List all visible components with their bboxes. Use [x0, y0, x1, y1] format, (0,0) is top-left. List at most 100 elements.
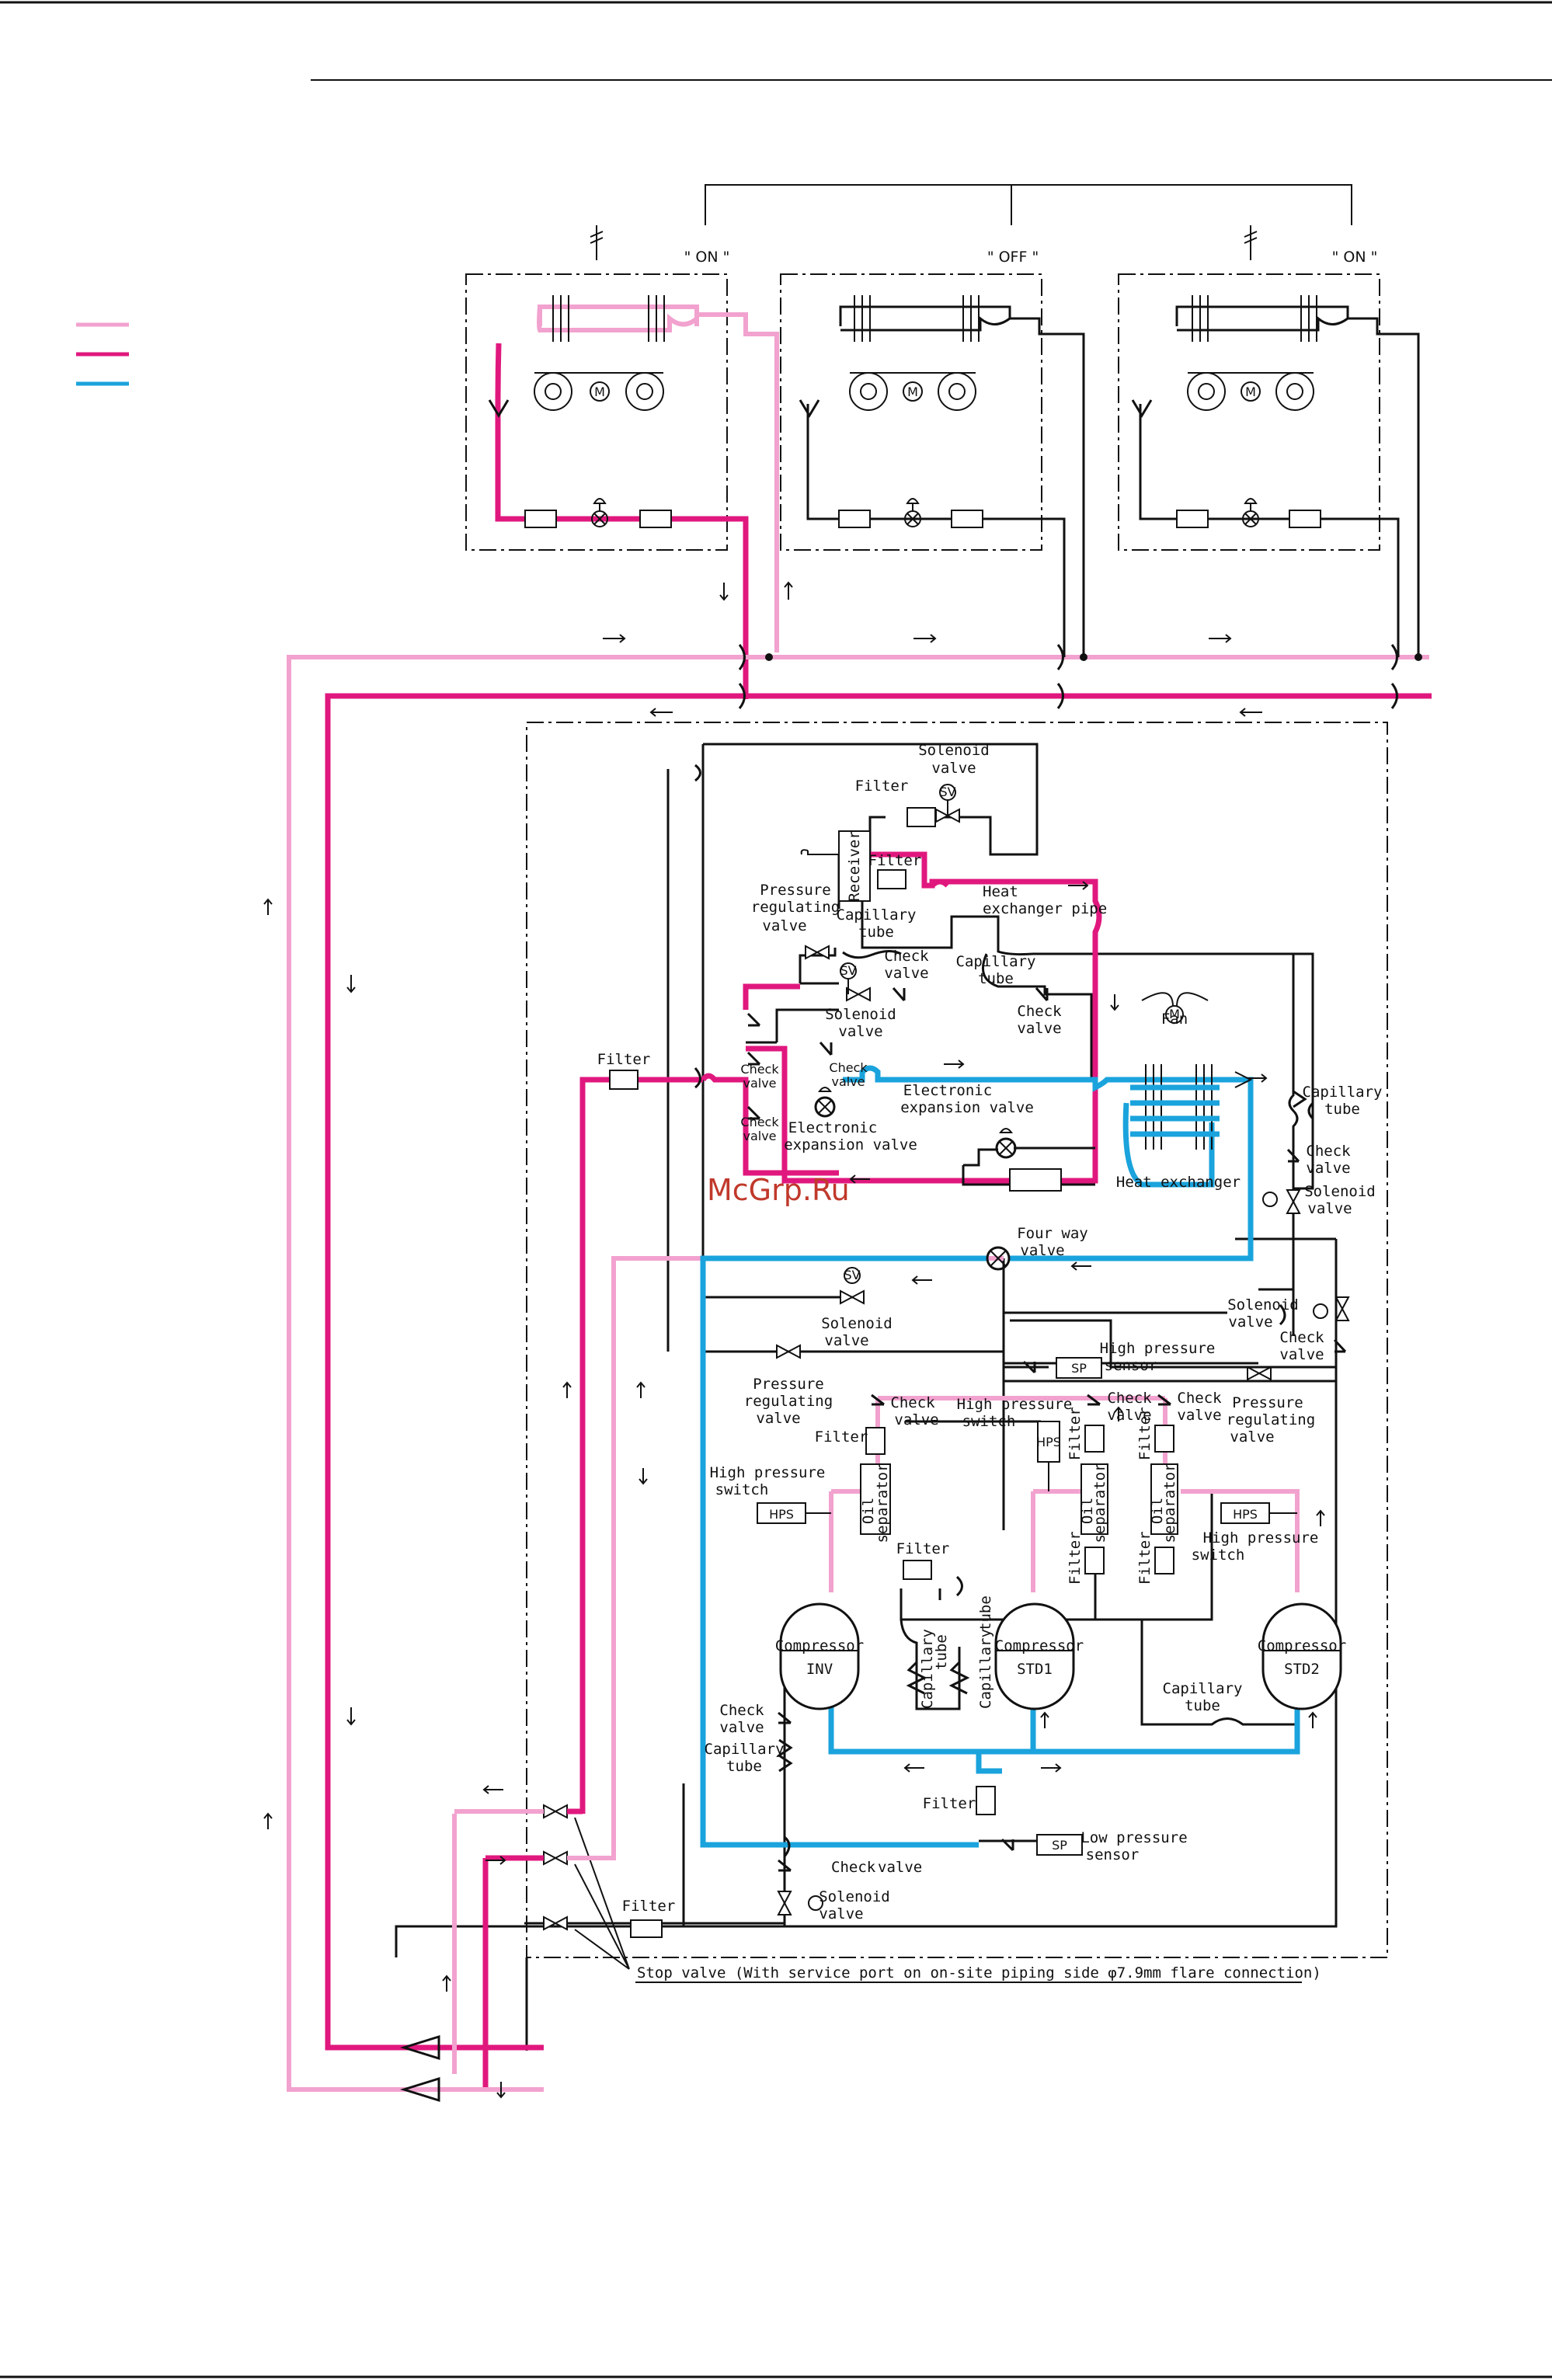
indoor-2-distributor	[799, 399, 820, 418]
label-std1: STD1	[1017, 1661, 1053, 1678]
hps-std2: HPS	[1220, 1502, 1270, 1524]
motor-label: M	[907, 384, 918, 399]
diagram-labels: Solenoid valve Filter Filter Heat exchan…	[597, 742, 1383, 1982]
capillary-tube-line	[982, 953, 1093, 1078]
hps-label: HPS	[1233, 1507, 1258, 1522]
label-solenoid-valve-4b: valve	[824, 1332, 868, 1349]
discharge-to-4way	[611, 1256, 1004, 1860]
solenoid-valve-receiver: SV	[935, 784, 960, 823]
label-filter-2: Filter	[868, 852, 922, 869]
hps-std1: HPS	[1036, 1421, 1061, 1463]
label-solenoid-valve-2b: valve	[838, 1023, 882, 1040]
sp-label: SP	[1052, 1838, 1067, 1853]
label-check-10a: Check	[1177, 1390, 1222, 1407]
heat-exchanger	[1130, 1064, 1253, 1150]
hp-to-eev-line	[701, 1073, 839, 1176]
suction-filter-stub	[976, 1752, 1002, 1774]
indoor-branch-risers	[1063, 621, 1420, 657]
label-hps-3a: High pressure	[1203, 1529, 1319, 1547]
label-prv-1b: regulating	[751, 899, 840, 916]
pressure-reg-valve-top	[805, 945, 830, 960]
indoor-3-coil	[1175, 305, 1349, 332]
indoor-unit-1-frame	[465, 273, 728, 551]
label-lp-sensor-a: Low pressure	[1080, 1829, 1187, 1846]
label-filter-10: Filter	[923, 1795, 976, 1812]
fan-icon: M	[1141, 992, 1209, 1024]
hps-label: HPS	[1036, 1435, 1061, 1449]
label-compressor-std2: Compressor	[1258, 1637, 1346, 1655]
stop-valve-filter	[630, 1919, 663, 1938]
indoor-unit-2-frame	[780, 273, 1042, 551]
label-check-4b: valve	[831, 1074, 865, 1089]
label-solenoid-valve-1b: valve	[931, 760, 976, 777]
indoor-1-liquid-line	[495, 343, 749, 699]
label-prv-3b: regulating	[1227, 1411, 1315, 1428]
pressure-reg-line	[799, 948, 839, 985]
compressor-std2	[1261, 1602, 1342, 1710]
suction-main	[700, 1255, 987, 1848]
label-heat-ex-pipe-a: Heat	[983, 883, 1018, 900]
stop-valve-gas-link	[567, 1856, 616, 1860]
oil-separator-std2	[1150, 1463, 1178, 1535]
label-heat-exchanger: Heat exchanger	[1116, 1174, 1241, 1191]
label-check-11b: valve	[719, 1719, 764, 1736]
label-four-way-a: Four way	[1017, 1225, 1088, 1242]
indoor-1-fan-motor: M	[534, 372, 664, 411]
label-cap-5b: tube	[977, 1595, 994, 1631]
std-cap-tube-line	[1140, 1620, 1297, 1726]
junction-dot	[1080, 653, 1087, 661]
hx-coil-blue	[1122, 1102, 1215, 1188]
std1-oil-filter	[1084, 1547, 1105, 1574]
label-cap-4: Capillary	[919, 1629, 936, 1709]
label-check-2b: valve	[1017, 1020, 1061, 1037]
motor-label: M	[1169, 1007, 1180, 1021]
label-cap-2b: tube	[978, 970, 1014, 987]
solenoid-valve-bypass: SV	[840, 1267, 865, 1305]
label-check-5b: valve	[743, 1129, 776, 1143]
sv-label: SV	[844, 1268, 860, 1282]
suction-filter	[976, 1786, 996, 1815]
label-cap-3b: tube	[1324, 1101, 1360, 1118]
label-check-12: Check	[831, 1859, 876, 1876]
control-wiring	[705, 184, 1352, 225]
right-capillary-line	[1235, 954, 1299, 1240]
compressor-std1	[994, 1602, 1075, 1710]
label-hp-sensor-b: sensor	[1105, 1357, 1158, 1374]
field-hp-stub	[482, 1855, 544, 2089]
label-filter-9: Filter	[1136, 1531, 1154, 1585]
label-check-12b: valve	[878, 1859, 922, 1876]
label-prv-3c: valve	[1230, 1428, 1274, 1446]
label-inv: INV	[806, 1661, 833, 1678]
label-cap-1b: tube	[858, 924, 894, 941]
suction-eev-line	[843, 1065, 1231, 1092]
label-cap-3a: Capillary	[1303, 1084, 1383, 1101]
label-check-11a: Check	[719, 1702, 764, 1719]
label-check-3b: valve	[743, 1076, 776, 1091]
label-hps-3b: switch	[1192, 1547, 1245, 1564]
label-hps-1b: switch	[962, 1413, 1016, 1430]
electronic-expansion-valve-main	[995, 1128, 1017, 1159]
label-solenoid-valve-5a: Solenoid	[1227, 1296, 1299, 1314]
label-oil-sep-3a: Oil	[1149, 1498, 1166, 1524]
label-filter-11: Filter	[622, 1898, 676, 1915]
label-check-7a: Check	[1279, 1329, 1324, 1346]
discharge-collector	[1002, 1258, 1258, 1530]
label-check-1a: Check	[884, 948, 929, 965]
label-check-6b: valve	[1306, 1160, 1350, 1177]
label-hps-2a: High pressure	[710, 1464, 826, 1481]
gas-cone	[399, 2076, 440, 2103]
label-check-1b: valve	[884, 965, 928, 982]
label-check-6a: Check	[1306, 1143, 1351, 1160]
four-way-valve	[986, 1246, 1011, 1271]
indoor-3-filter-b	[1289, 510, 1321, 528]
hps-label: HPS	[769, 1507, 794, 1522]
flow-arrows-outdoor	[442, 881, 1325, 2099]
compressor-suction-header	[828, 1705, 1300, 1755]
solenoid-valve-hp-right	[1313, 1296, 1350, 1321]
label-filter-6: Filter	[1136, 1407, 1154, 1460]
indoor-2-piping	[806, 317, 1085, 621]
indoor-2-expansion-valve	[904, 498, 921, 527]
hp-sensor-line	[1004, 1366, 1336, 1383]
motor-label: M	[1245, 384, 1256, 399]
indoor-2-coil	[839, 305, 1011, 332]
